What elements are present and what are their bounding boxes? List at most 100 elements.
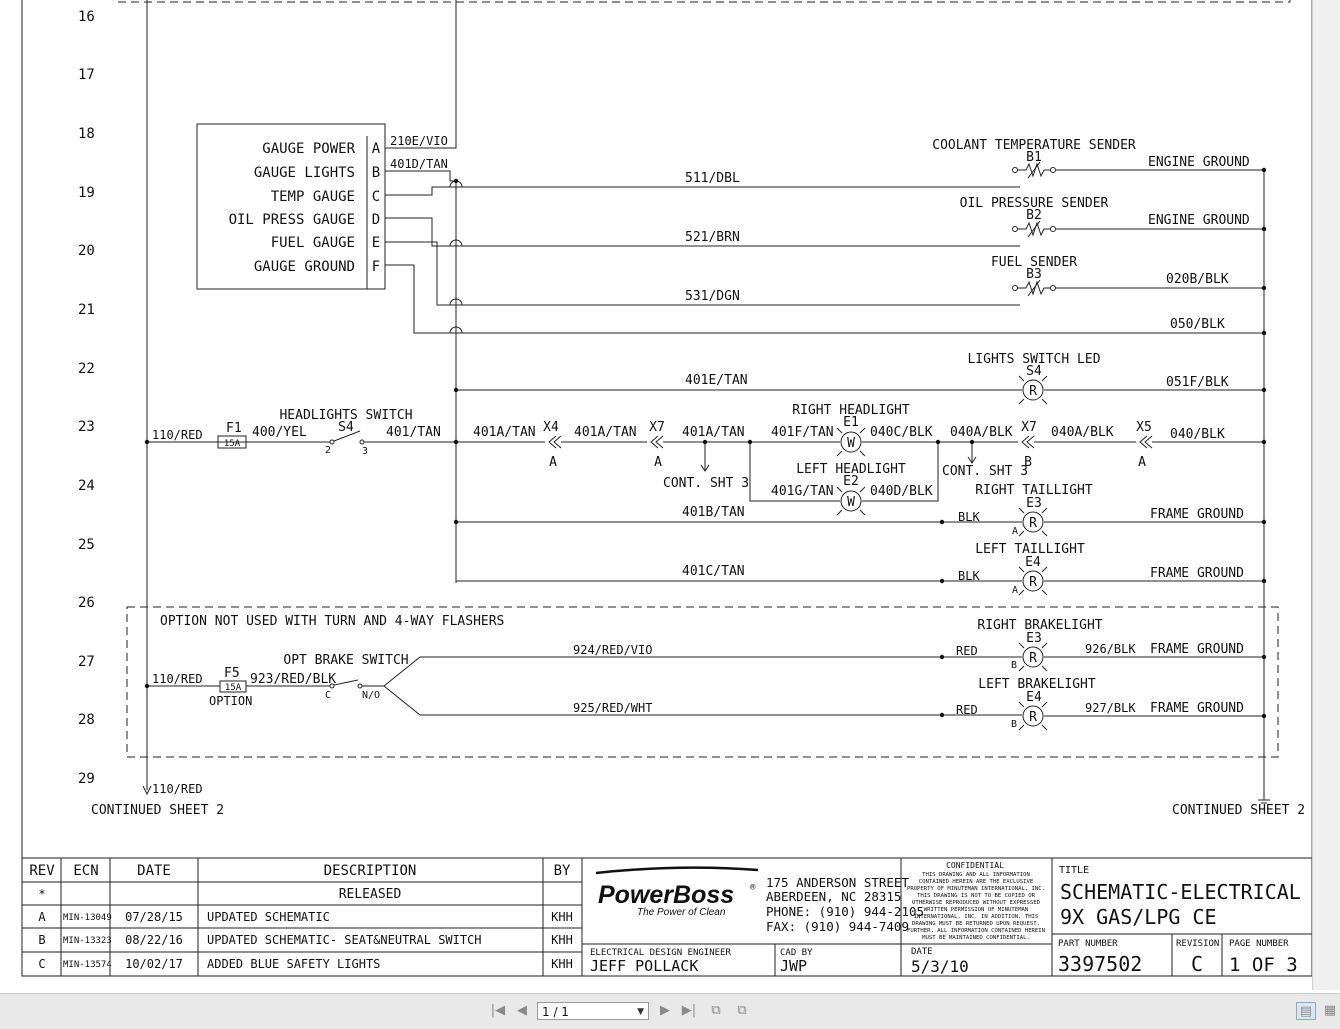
rev-header: DESCRIPTION xyxy=(324,863,417,879)
junction-dots xyxy=(144,167,1267,719)
lamp-pin: B xyxy=(1011,719,1017,730)
rev-cell: MIN-13323 xyxy=(63,936,112,946)
next-page-icon[interactable]: ▶ xyxy=(660,1003,670,1018)
sender-b3: FUEL SENDER B3 020B/BLK xyxy=(991,255,1264,297)
wire-label: 923/RED/BLK xyxy=(250,672,336,687)
confidential-title: CONFIDENTIAL xyxy=(946,861,1004,870)
wire-label: 110/RED xyxy=(152,428,203,442)
registered-mark: ® xyxy=(750,883,756,893)
confidential-line: MUST BE MAINTAINED CONFIDENTIAL. xyxy=(922,935,1030,941)
lamp-letter: W xyxy=(847,436,855,451)
component-id: B1 xyxy=(1026,150,1042,165)
date-value: 5/3/10 xyxy=(911,957,969,976)
revision-table: REV ECN DATE DESCRIPTION BY * RELEASED A… xyxy=(21,857,583,977)
document-outline-icon[interactable]: ▦ xyxy=(1323,1003,1337,1018)
connector-id: X4 xyxy=(543,420,559,435)
first-page-icon[interactable]: |◀ xyxy=(490,1003,506,1018)
lamp-letter: R xyxy=(1029,651,1037,666)
wire-label: RED xyxy=(956,703,978,717)
row-number: 26 xyxy=(78,595,95,611)
component-label: OIL PRESSURE SENDER xyxy=(960,196,1109,211)
row-number: 29 xyxy=(78,771,95,787)
rev-cell: RELEASED xyxy=(339,887,402,902)
connector-id: X5 xyxy=(1136,420,1152,435)
lamp-letter: R xyxy=(1029,575,1037,590)
vertical-scrollbar[interactable] xyxy=(1312,0,1340,990)
switch-pin: 3 xyxy=(362,446,368,457)
continuation-label: CONT. SHT 3 xyxy=(663,476,749,491)
rev-header: ECN xyxy=(73,863,98,879)
component-label: LEFT HEADLIGHT xyxy=(796,462,906,477)
component-id: B3 xyxy=(1026,267,1042,282)
date-label: DATE xyxy=(911,947,933,957)
row-number: 21 xyxy=(78,302,95,318)
row-number: 27 xyxy=(78,654,95,670)
single-page-view-icon[interactable]: ⧉ xyxy=(711,1003,721,1018)
component-label: LEFT BRAKELIGHT xyxy=(978,677,1096,692)
sender-b2: OIL PRESSURE SENDER B2 ENGINE GROUND xyxy=(960,196,1264,238)
wire-label: 110/RED xyxy=(152,782,203,796)
lights-switch-led: R LIGHTS SWITCH LED S4 401E/TAN 051F/BLK xyxy=(456,352,1264,405)
two-page-view-icon[interactable]: ⧉ xyxy=(737,1003,747,1018)
company-logo: PowerBoss xyxy=(598,881,734,909)
wire-label: 050/BLK xyxy=(1170,317,1225,332)
headlight-circuit: 15A F1 2 3 HEADLIGHTS SWITCH S4 110/RED … xyxy=(147,403,1264,516)
wire-label: 401/TAN xyxy=(386,425,441,440)
wire-label: BLK xyxy=(958,510,980,524)
component-id: E3 xyxy=(1026,496,1042,511)
cad-value: JWP xyxy=(780,957,807,975)
page-label: PAGE NUMBER xyxy=(1229,939,1289,949)
connector-pin: A xyxy=(549,455,557,470)
last-page-icon[interactable]: ▶| xyxy=(681,1003,697,1018)
address-line: 175 ANDERSON STREET xyxy=(766,875,909,890)
engineer-name: JEFF POLLACK xyxy=(590,957,698,975)
switch-pin: C xyxy=(325,690,331,701)
wire-label: 040A/BLK xyxy=(1051,425,1114,440)
gauge-pin: B xyxy=(372,165,380,181)
tagline: The Power of Clean xyxy=(637,907,726,918)
continuation-label: CONT. SHT 3 xyxy=(942,464,1028,479)
component-id: E3 xyxy=(1026,631,1042,646)
connector-pin: A xyxy=(654,455,662,470)
component-id: S4 xyxy=(338,420,354,435)
wire-label: 511/DBL xyxy=(685,171,740,186)
component-id: E1 xyxy=(843,415,859,430)
rev-cell: UPDATED SCHEMATIC- SEAT&NEUTRAL SWITCH xyxy=(207,933,482,947)
component-label: COOLANT TEMPERATURE SENDER xyxy=(932,138,1136,153)
wire-label: 401G/TAN xyxy=(771,484,834,499)
page-layout-icon[interactable]: ▤ xyxy=(1296,1002,1316,1020)
ground-label: FRAME GROUND xyxy=(1150,642,1244,657)
rev-cell: A xyxy=(38,910,46,924)
row-number: 25 xyxy=(78,537,95,553)
wire-label: 521/BRN xyxy=(685,230,740,245)
confidential-line: WRITTEN PERMISSION OF MINUTEMAN xyxy=(924,907,1028,913)
page-number: 1 OF 3 xyxy=(1229,954,1298,976)
component-label: HEADLIGHTS SWITCH xyxy=(279,408,412,423)
schematic-sheet: 16 17 18 19 20 21 22 23 24 25 26 27 28 2… xyxy=(21,0,1313,977)
option-brake-section: OPTION NOT USED WITH TURN AND 4-WAY FLAS… xyxy=(126,606,1279,758)
wire-label: 925/RED/WHT xyxy=(573,701,652,715)
prev-page-icon[interactable]: ◀ xyxy=(517,1003,527,1018)
component-id: E2 xyxy=(843,474,859,489)
rev-cell: KHH xyxy=(551,910,573,924)
chevron-down-icon[interactable]: ▼ xyxy=(637,1007,644,1017)
rev-cell: MIN-13574 xyxy=(63,960,112,970)
lamp-letter: R xyxy=(1029,516,1037,531)
confidential-line: INTERNATIONAL, INC. IN ADDITION, THIS xyxy=(914,914,1039,920)
fuse-option: OPTION xyxy=(209,694,252,708)
wire-label: 927/BLK xyxy=(1085,701,1136,715)
wire-label: 040C/BLK xyxy=(870,425,933,440)
row-number: 23 xyxy=(78,419,95,435)
rev-cell: * xyxy=(38,887,45,901)
ground-label: FRAME GROUND xyxy=(1150,507,1244,522)
fuse-rating: 15A xyxy=(225,683,242,693)
row-number: 28 xyxy=(78,712,95,728)
wire-label: RED xyxy=(956,644,978,658)
wire-label: 926/BLK xyxy=(1085,642,1136,656)
confidential-line: OTHERWISE REPRODUCED WITHOUT EXPRESSED xyxy=(912,900,1041,906)
fuse-rating: 15A xyxy=(224,439,241,449)
confidential-line: THIS DRAWING AND ALL INFORMATION xyxy=(922,872,1030,878)
page-number-field[interactable]: 1 / 1 ▼ xyxy=(537,1002,649,1020)
row-number: 18 xyxy=(78,126,95,142)
rev-cell: 07/28/15 xyxy=(125,910,183,924)
